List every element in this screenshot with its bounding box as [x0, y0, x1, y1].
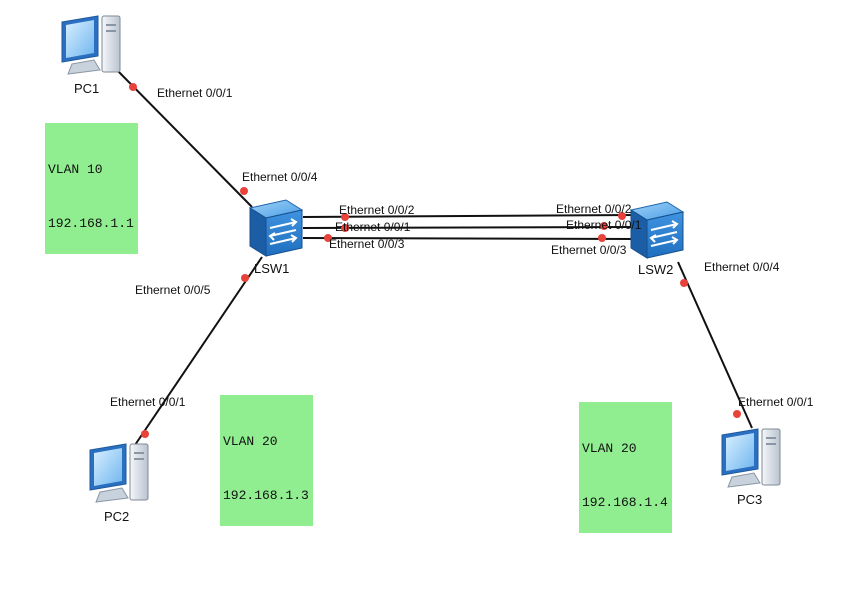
link-pc2-lsw1 — [134, 256, 263, 446]
switch-icon[interactable] — [248, 199, 304, 257]
port-dot-lsw2-e002 — [618, 212, 626, 220]
port-label-lsw2-e004: Ethernet 0/0/4 — [704, 260, 780, 274]
vlan-id: VLAN 20 — [223, 434, 278, 449]
vlan-id: VLAN 10 — [48, 162, 103, 177]
device-label-pc2: PC2 — [104, 509, 129, 524]
port-label-lsw1-e005: Ethernet 0/0/5 — [135, 283, 211, 297]
link-e001 — [302, 226, 636, 229]
port-label-lsw2-e001: Ethernet 0/0/1 — [566, 218, 642, 232]
port-label-lsw1-e001: Ethernet 0/0/1 — [335, 220, 411, 234]
port-dot-lsw2-e001 — [600, 222, 608, 230]
port-label-lsw1-e004: Ethernet 0/0/4 — [242, 170, 318, 184]
port-dot-lsw1-e003 — [324, 234, 332, 242]
port-dot-lsw2-e003 — [598, 234, 606, 242]
link-pc3-lsw2 — [677, 261, 753, 429]
ip-address: 192.168.1.4 — [582, 495, 668, 510]
port-dot-lsw1-e004 — [240, 187, 248, 195]
port-label-pc1: Ethernet 0/0/1 — [157, 86, 233, 100]
vlan-box-pc2: VLAN 20 192.168.1.3 — [220, 395, 313, 526]
port-dot-lsw1-e001 — [341, 224, 349, 232]
ip-address: 192.168.1.1 — [48, 216, 134, 231]
computer-icon[interactable] — [61, 15, 121, 75]
port-dot-lsw1-e005 — [241, 274, 249, 282]
device-label-lsw2: LSW2 — [638, 262, 673, 277]
port-dot-lsw1-e002 — [341, 213, 349, 221]
port-dot-pc1 — [129, 83, 137, 91]
vlan-box-pc1: VLAN 10 192.168.1.1 — [45, 123, 138, 254]
ip-address: 192.168.1.3 — [223, 488, 309, 503]
computer-icon[interactable] — [721, 428, 781, 488]
device-label-pc3: PC3 — [737, 492, 762, 507]
port-label-lsw2-e003: Ethernet 0/0/3 — [551, 243, 627, 257]
computer-icon[interactable] — [89, 443, 149, 503]
port-label-pc2: Ethernet 0/0/1 — [110, 395, 186, 409]
link-e002 — [302, 214, 636, 218]
switch-icon[interactable] — [629, 201, 685, 259]
device-label-lsw1: LSW1 — [254, 261, 289, 276]
vlan-box-pc3: VLAN 20 192.168.1.4 — [579, 402, 672, 533]
link-e003 — [302, 237, 636, 240]
port-dot-pc3 — [733, 410, 741, 418]
vlan-id: VLAN 20 — [582, 441, 637, 456]
port-label-lsw1-e002: Ethernet 0/0/2 — [339, 203, 415, 217]
port-label-lsw1-e003: Ethernet 0/0/3 — [329, 237, 405, 251]
port-dot-lsw2-e004 — [680, 279, 688, 287]
links — [111, 64, 753, 446]
device-label-pc1: PC1 — [74, 81, 99, 96]
port-label-lsw2-e002: Ethernet 0/0/2 — [556, 202, 632, 216]
port-dots — [129, 83, 741, 438]
port-label-pc3: Ethernet 0/0/1 — [738, 395, 814, 409]
port-dot-pc2 — [141, 430, 149, 438]
